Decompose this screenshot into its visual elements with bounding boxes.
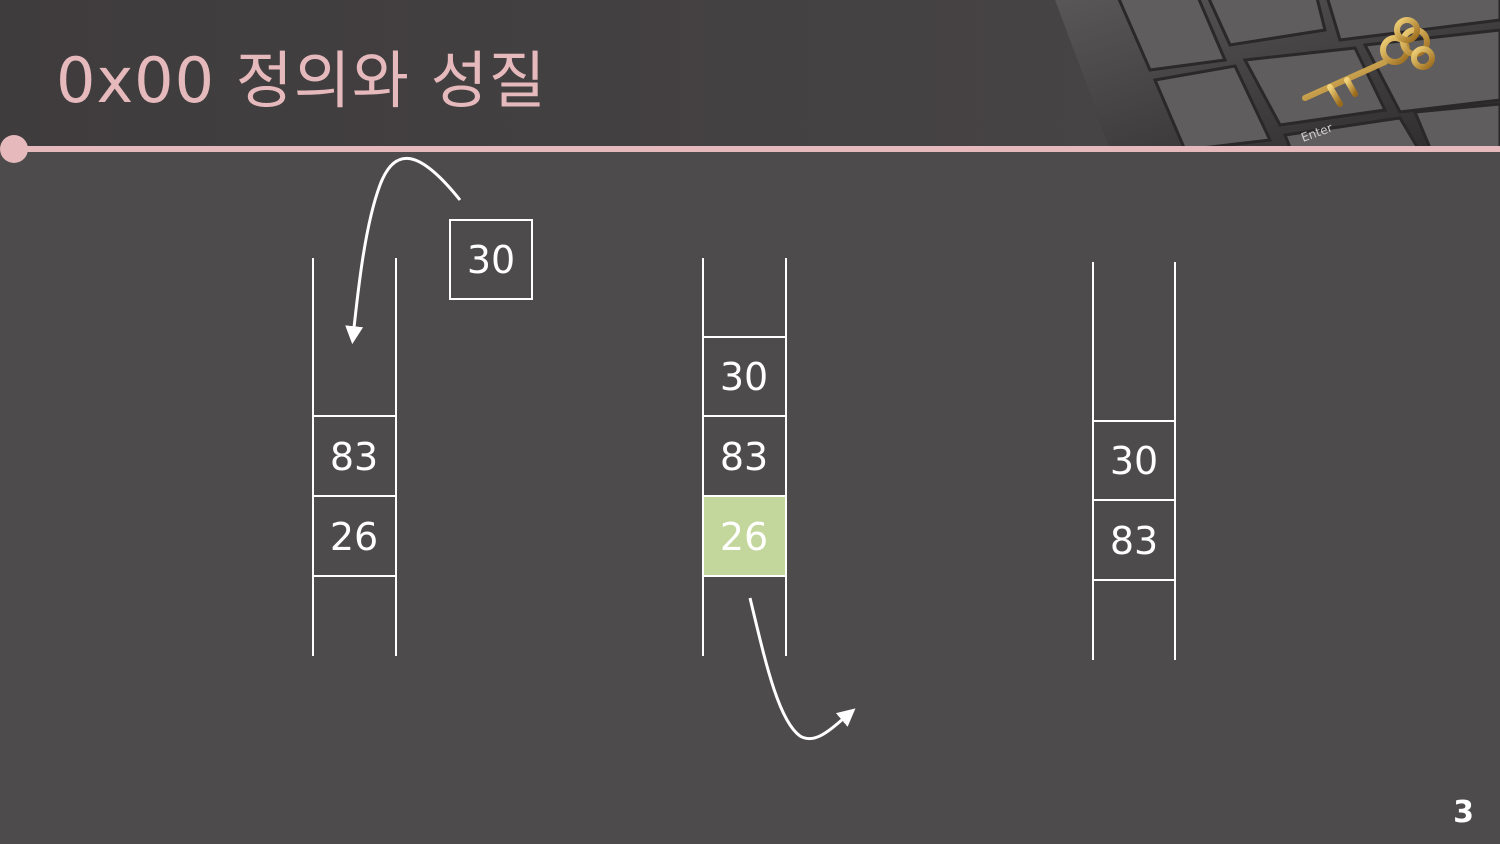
stack-during-cell-middle: 83 — [720, 435, 768, 479]
title-divider — [14, 146, 1500, 152]
stack-after-cell-bottom: 83 — [1110, 519, 1158, 563]
page-title: 0x00 정의와 성질 — [56, 44, 547, 117]
stack-before-cell-top: 83 — [330, 435, 378, 479]
stack-after — [1092, 262, 1176, 660]
removal-arrow — [748, 597, 856, 741]
stack-during — [702, 258, 787, 656]
push-arrow — [345, 156, 462, 345]
incoming-element-value: 30 — [467, 238, 515, 282]
stack-before-cell-bottom: 26 — [330, 515, 378, 559]
incoming-element-box — [449, 219, 533, 300]
keyboard-key-photo: Enter — [1055, 0, 1500, 148]
stack-during-cell-bottom: 26 — [720, 515, 768, 559]
stack-during-cell-top: 30 — [720, 355, 768, 399]
stack-after-cell-top: 30 — [1110, 439, 1158, 483]
slide-number: 3 — [1453, 795, 1474, 830]
stack-before — [312, 258, 397, 656]
divider-dot — [0, 135, 28, 163]
highlighted-cell — [704, 497, 785, 575]
